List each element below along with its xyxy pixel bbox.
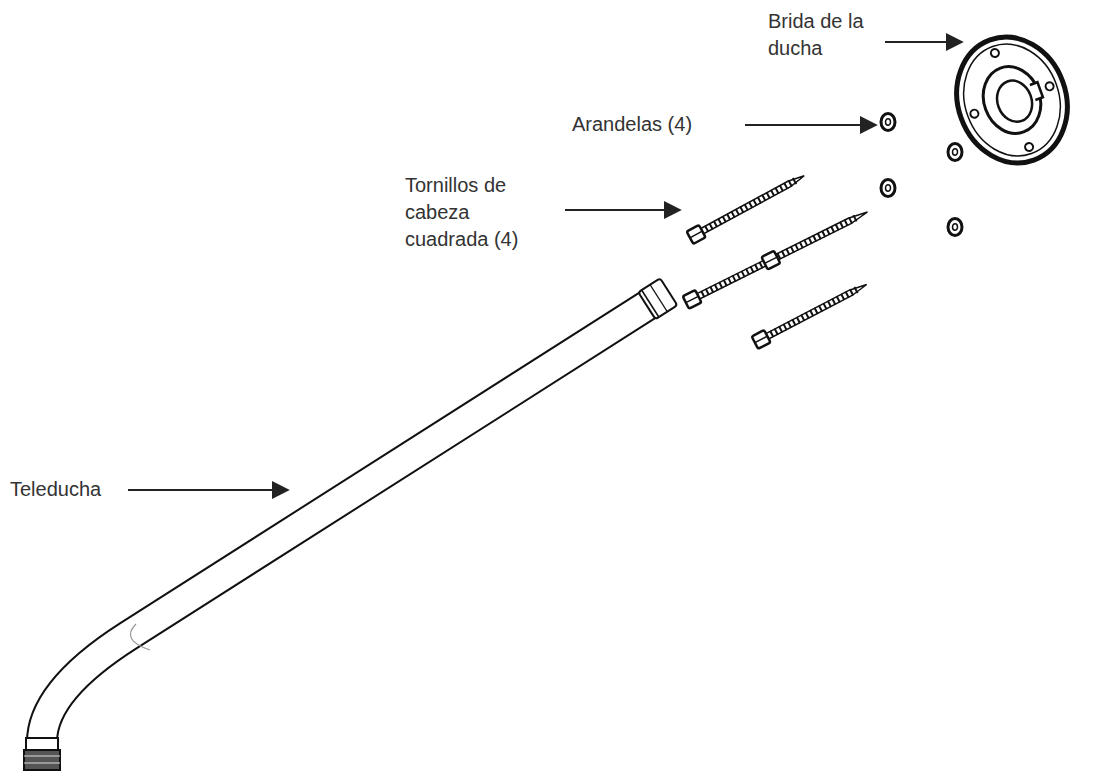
- screw-hole: [969, 109, 979, 119]
- flange-boss: [974, 58, 1050, 141]
- screw-hole: [990, 48, 1000, 58]
- leader-line: [885, 41, 962, 43]
- arm-end: [638, 278, 677, 319]
- part-label: Arandelas (4): [572, 111, 737, 138]
- leader-line: [128, 489, 288, 491]
- bend-seam: [130, 624, 150, 650]
- leader-line: [745, 124, 876, 126]
- screw: [752, 278, 870, 349]
- part-label: Tornillos de cabeza cuadrada (4): [405, 172, 537, 253]
- arm-outline: [42, 296, 662, 742]
- arm-body: [42, 296, 662, 742]
- leader-lines: [128, 42, 962, 490]
- washer: [881, 180, 895, 197]
- washer: [948, 144, 962, 161]
- part-label: Brida de la ducha: [768, 8, 886, 62]
- screw: [687, 170, 808, 244]
- washer: [881, 114, 895, 131]
- flange-notch: [1030, 82, 1043, 100]
- screws: [683, 170, 871, 349]
- flange-hole: [991, 76, 1037, 127]
- leader-line: [565, 209, 680, 211]
- screw-hole: [1024, 142, 1034, 152]
- arm-nozzle: [24, 738, 60, 770]
- shower-flange: [939, 21, 1084, 178]
- flange-rim: [939, 21, 1084, 178]
- part-label: Teleducha: [10, 476, 122, 503]
- washer: [948, 219, 962, 236]
- shower-arm: [24, 278, 677, 770]
- washers: [881, 114, 962, 236]
- screw-hole: [1044, 81, 1054, 91]
- flange-face: [948, 30, 1075, 169]
